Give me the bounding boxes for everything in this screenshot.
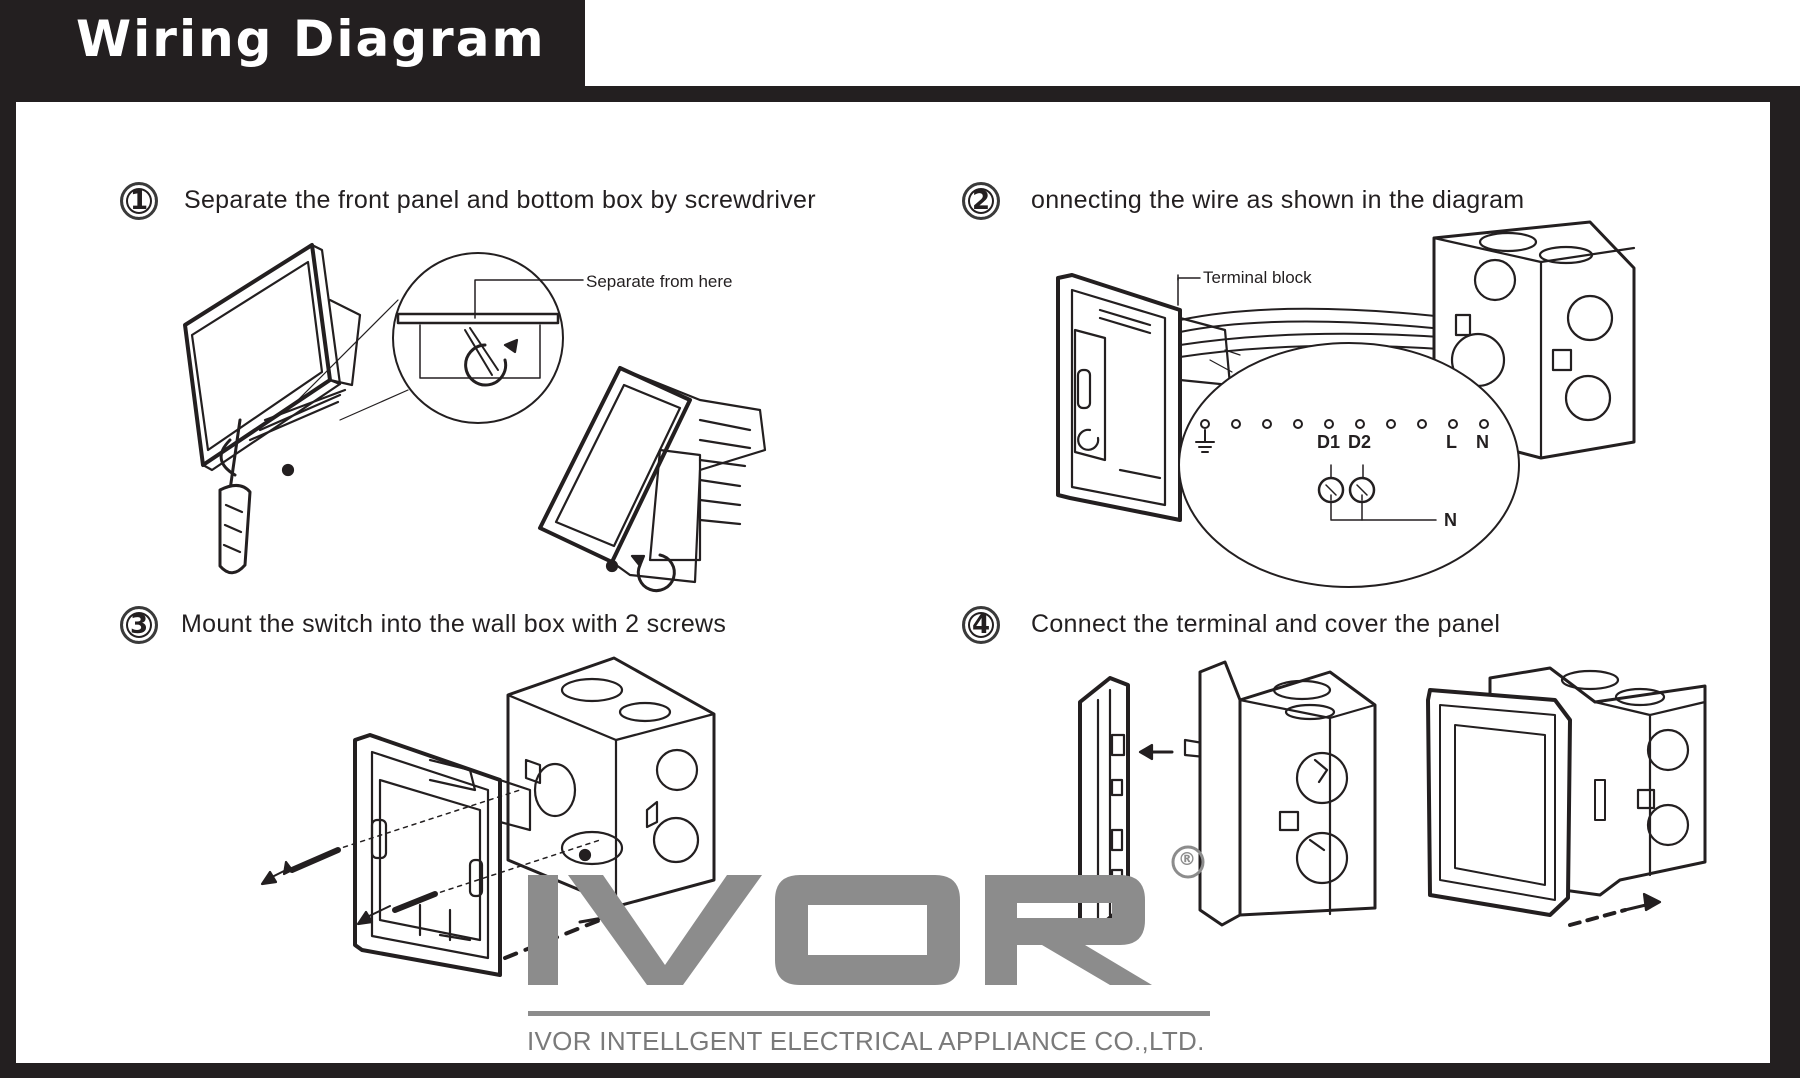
step-3-text: Mount the switch into the wall box with … [181,610,727,638]
step-4-text: Connect the terminal and cover the panel [1031,610,1501,638]
step4-cover-illustration [1078,660,1707,930]
separate-callout: Separate from here [586,272,733,291]
registered-ring [1171,845,1205,879]
terminal-l-label: L [1446,432,1457,452]
step3-mounting-illustration [260,656,716,977]
registered-mark: ® [1178,849,1196,870]
terminal-d1-label: D1 [1317,432,1341,452]
step-3-number: 3 [120,606,158,644]
title-tab: Wiring Diagram [0,0,585,100]
neutral-n-label: N [1444,510,1457,530]
terminal-n-label: N [1476,432,1489,452]
ivor-logo [528,875,1210,1016]
page-title: Wiring Diagram [76,10,546,68]
step1-thermostat-illustration [183,243,767,593]
step-1-number: 1 [120,182,158,220]
step-1-text: Separate the front panel and bottom box … [184,186,816,214]
terminal-d2-label: D2 [1348,432,1372,452]
step-4-number: 4 [962,606,1000,644]
terminal-block-callout: Terminal block [1203,268,1312,287]
step-2-text: onnecting the wire as shown in the diagr… [1031,186,1525,214]
company-name: IVOR INTELLGENT ELECTRICAL APPLIANCE CO.… [527,1026,1205,1056]
step-2-number: 2 [962,182,1000,220]
step2-wiring-illustration [1056,220,1636,588]
header-strip [585,0,1800,86]
